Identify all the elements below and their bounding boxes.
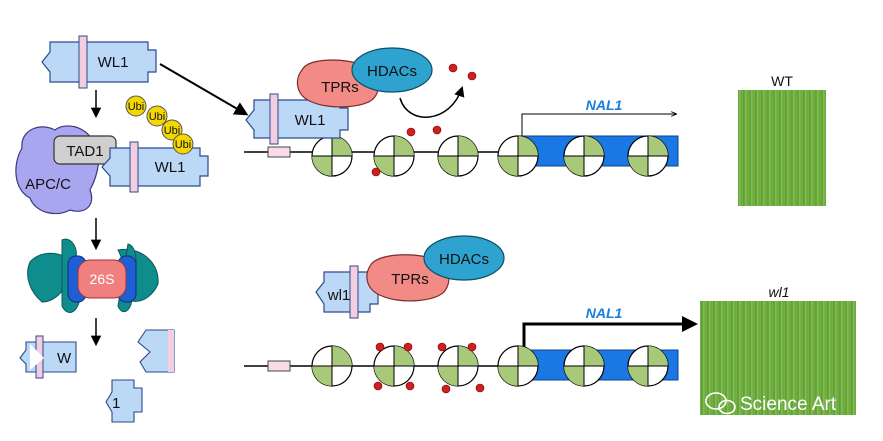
- wl1-protein-ubiquitinated: WL1: [101, 141, 209, 193]
- hdacs-protein-top: HDACs: [351, 47, 433, 93]
- proteasome-26s: 26S: [27, 238, 159, 313]
- wl1-fragment-left: W: [19, 335, 77, 379]
- wl1-mutant-label: wl1: [327, 287, 351, 304]
- tss-arrow-bottom: [522, 322, 684, 350]
- tad1-label: TAD1: [66, 143, 103, 160]
- acetyl-mark-icon: [371, 63, 477, 177]
- hdacs-top-label: HDACs: [367, 63, 417, 80]
- nucleosome-icon: [311, 135, 669, 177]
- ubiquitin-icon: Ubi Ubi Ubi Ubi: [125, 95, 194, 155]
- leaf-wt-image: [738, 90, 826, 206]
- ubi-label-3: Ubi: [164, 125, 181, 137]
- wl1-fragment-right: [137, 329, 175, 373]
- tss-arrow-top: [521, 114, 676, 136]
- leaf-wt-label: WT: [771, 73, 793, 89]
- acetyl-mark-icon: [373, 342, 485, 394]
- hdacs-protein-bottom: HDACs: [423, 235, 505, 281]
- ubi-label-2: Ubi: [149, 111, 166, 123]
- proteasome-label: 26S: [90, 271, 115, 287]
- wechat-logo-icon: [705, 392, 736, 415]
- promoter-element-top: [267, 146, 291, 158]
- wl1-protein-bound: WL1: [245, 93, 349, 145]
- ubi-label-4: Ubi: [175, 139, 192, 151]
- wl1-tad-label: WL1: [155, 159, 186, 176]
- hdacs-bottom-label: HDACs: [439, 251, 489, 268]
- nal1-label-top: NAL1: [586, 97, 623, 113]
- tad1-protein: TAD1: [53, 135, 117, 165]
- tprs-bottom-label: TPRs: [391, 271, 429, 288]
- leaf-mutant-image: [700, 301, 856, 415]
- promoter-element-bottom: [267, 360, 291, 372]
- tss-arrowhead-bottom: [682, 316, 698, 332]
- leaf-mutant-label: wl1: [768, 284, 789, 300]
- fragment-left-label: W: [57, 350, 72, 367]
- ubi-label-1: Ubi: [128, 101, 145, 113]
- arrow-to-promoter: [159, 63, 249, 116]
- nucleosome-icon: [311, 345, 669, 387]
- watermark-text: Science Art: [740, 394, 837, 415]
- wl1-protein-top: WL1: [41, 35, 157, 89]
- apcc-label: APC/C: [25, 176, 71, 193]
- wl1-mutant-protein: wl1: [315, 265, 379, 319]
- nal1-label-bottom: NAL1: [586, 305, 623, 321]
- fragment-bottom-label: 1: [112, 395, 120, 412]
- wl1-bound-label: WL1: [295, 112, 326, 129]
- wl1-top-label: WL1: [98, 54, 129, 71]
- wl1-fragment-bottom: 1: [105, 379, 143, 423]
- deacetylation-arrow: [399, 86, 465, 118]
- tprs-top-label: TPRs: [321, 79, 359, 96]
